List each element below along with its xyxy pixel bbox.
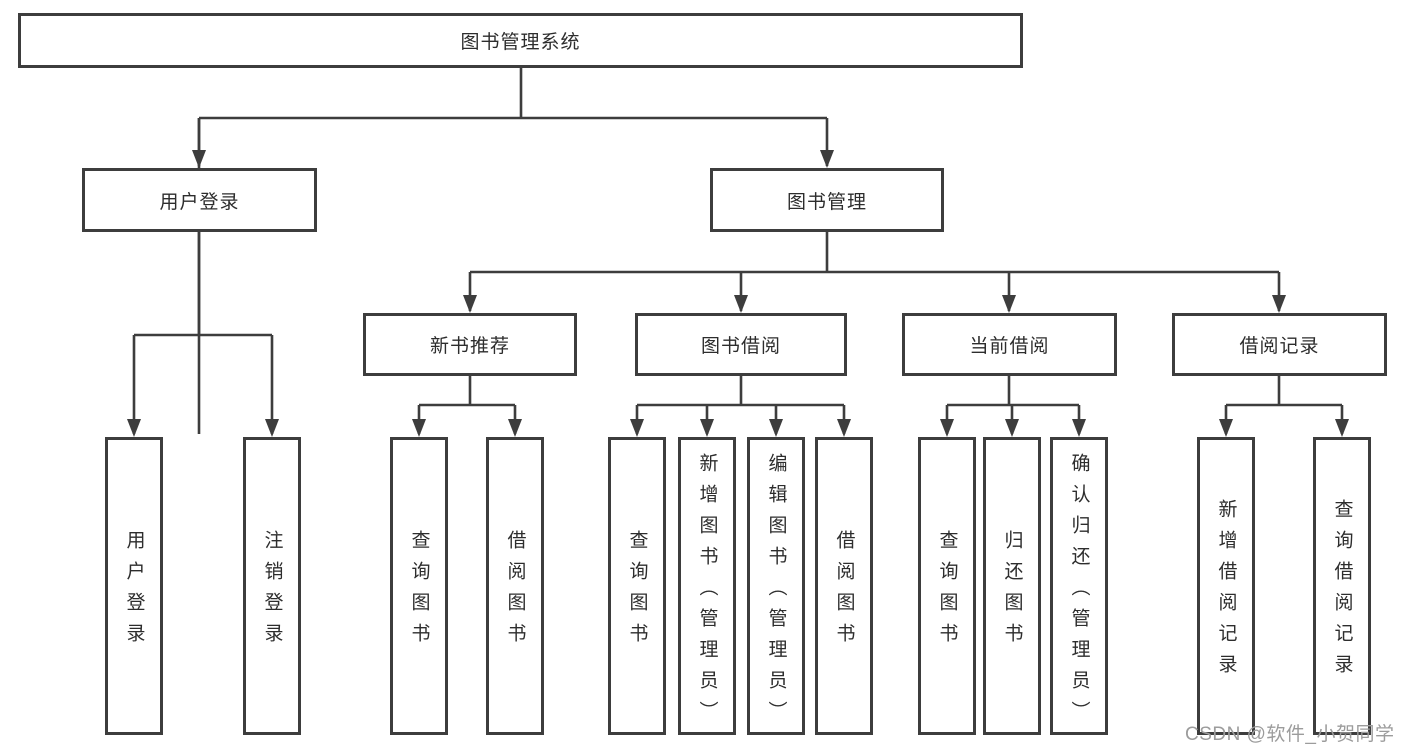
- node-label: 查询图书: [936, 530, 958, 654]
- leaf-add-book-admin: 新增图书（管理员）: [678, 437, 736, 735]
- node-label: 用户登录: [159, 191, 240, 213]
- node-label: 借阅图书: [504, 530, 526, 654]
- node-new-book-recommend: 新书推荐: [363, 313, 577, 376]
- node-borrow-record: 借阅记录: [1172, 313, 1387, 376]
- node-label: 查询借阅记录: [1331, 499, 1353, 685]
- leaf-query-borrow-record: 查询借阅记录: [1313, 437, 1371, 735]
- leaf-user-login: 用户登录: [105, 437, 163, 735]
- node-label: 借阅记录: [1239, 336, 1320, 357]
- leaf-logout: 注销登录: [243, 437, 301, 735]
- leaf-edit-book-admin: 编辑图书（管理员）: [747, 437, 805, 735]
- node-label: 用户登录: [123, 530, 145, 654]
- node-label: 新增借阅记录: [1215, 499, 1237, 685]
- node-book-borrow: 图书借阅: [635, 313, 847, 376]
- node-label: 新书推荐: [429, 336, 510, 357]
- node-label: 图书借阅: [700, 336, 781, 357]
- node-label: 查询图书: [626, 530, 648, 654]
- leaf-query-book: 查询图书: [608, 437, 666, 735]
- node-label: 图书管理系统: [460, 32, 581, 53]
- csdn-watermark: CSDN @软件_小贺同学: [1185, 724, 1395, 745]
- node-label: 确认归还（管理员）: [1068, 452, 1090, 732]
- node-label: 借阅图书: [833, 530, 855, 654]
- node-current-borrow: 当前借阅: [902, 313, 1117, 376]
- node-label: 新增图书（管理员）: [696, 452, 718, 732]
- leaf-borrow-book: 借阅图书: [486, 437, 544, 735]
- leaf-add-borrow-record: 新增借阅记录: [1197, 437, 1255, 735]
- leaf-return-book: 归还图书: [983, 437, 1041, 735]
- node-label: 图书管理: [786, 191, 867, 213]
- node-label: 编辑图书（管理员）: [765, 452, 787, 732]
- node-label: 当前借阅: [969, 336, 1050, 357]
- leaf-query-book: 查询图书: [918, 437, 976, 735]
- node-library-management-system: 图书管理系统: [18, 13, 1023, 68]
- leaf-confirm-return-admin: 确认归还（管理员）: [1050, 437, 1108, 735]
- node-label: 归还图书: [1001, 530, 1023, 654]
- node-book-management: 图书管理: [710, 168, 944, 232]
- node-user-login: 用户登录: [82, 168, 317, 232]
- leaf-query-book: 查询图书: [390, 437, 448, 735]
- leaf-borrow-book: 借阅图书: [815, 437, 873, 735]
- node-label: 查询图书: [408, 530, 430, 654]
- node-label: 注销登录: [261, 530, 283, 654]
